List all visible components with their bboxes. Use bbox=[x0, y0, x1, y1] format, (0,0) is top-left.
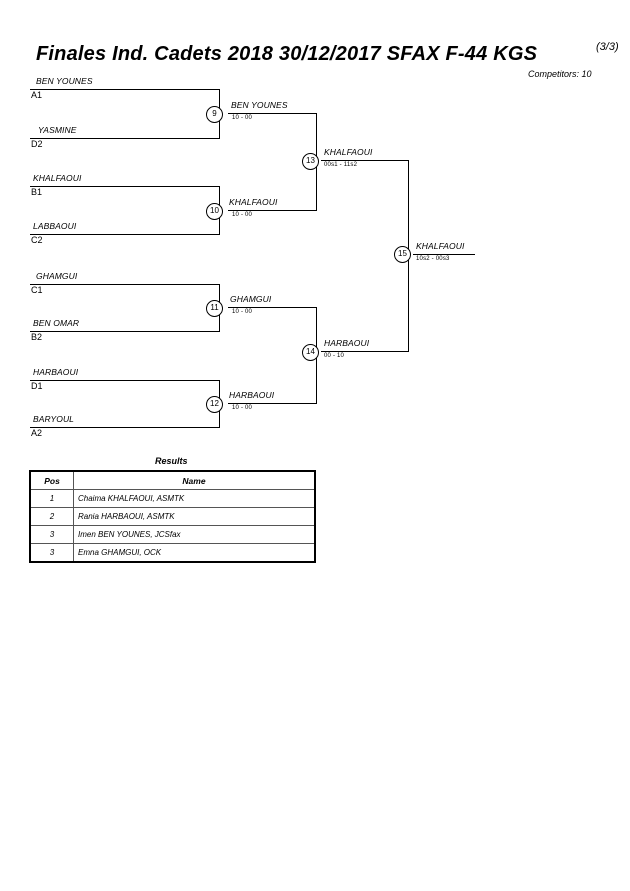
table-row: 1 Chaima KHALFAOUI, ASMTK bbox=[29, 489, 316, 508]
result-position: 3 bbox=[29, 543, 74, 563]
bracket-line bbox=[321, 160, 409, 161]
page-indicator: (3/3) bbox=[596, 41, 619, 53]
bracket-line bbox=[413, 254, 475, 255]
competitor-name: YASMINE bbox=[38, 125, 77, 135]
bracket-line bbox=[228, 113, 317, 114]
match-winner-9: BEN YOUNES bbox=[231, 100, 288, 110]
match-number-13: 13 bbox=[302, 153, 319, 170]
result-position: 3 bbox=[29, 525, 74, 544]
tournament-bracket: BEN YOUNES A1 YASMINE D2 KHALFAOUI B1 LA… bbox=[30, 76, 475, 438]
bracket-line bbox=[321, 351, 409, 352]
competitor-name: BEN OMAR bbox=[33, 318, 80, 328]
competitor-seed: C1 bbox=[31, 285, 43, 295]
competitor-seed: D1 bbox=[31, 381, 43, 391]
column-header-pos: Pos bbox=[29, 470, 74, 490]
competitor-name: BARYOUL bbox=[33, 414, 75, 424]
match-winner-14: HARBAOUI bbox=[324, 338, 370, 348]
competitor-name: KHALFAOUI bbox=[33, 173, 82, 183]
competitors-count: Competitors: 10 bbox=[528, 69, 592, 79]
result-name: Rania HARBAOUI, ASMTK bbox=[73, 507, 316, 526]
match-number-12: 12 bbox=[206, 396, 223, 413]
match-score-10: 10 - 00 bbox=[232, 212, 253, 218]
match-score-11: 10 - 00 bbox=[232, 309, 253, 315]
bracket-line bbox=[228, 403, 317, 404]
result-name: Imen BEN YOUNES, JCSfax bbox=[73, 525, 316, 544]
table-row: 2 Rania HARBAOUI, ASMTK bbox=[29, 507, 316, 526]
page-title: Finales Ind. Cadets 2018 30/12/2017 SFAX… bbox=[36, 43, 538, 65]
result-name: Emna GHAMGUI, OCK bbox=[73, 543, 316, 563]
bracket-line bbox=[30, 186, 220, 187]
bracket-line bbox=[30, 331, 220, 332]
match-number-9: 9 bbox=[206, 106, 223, 123]
results-table: Pos Name 1 Chaima KHALFAOUI, ASMTK 2 Ran… bbox=[29, 470, 316, 563]
match-number-11: 11 bbox=[206, 300, 223, 317]
competitor-name: BEN YOUNES bbox=[36, 76, 93, 86]
table-row: 3 Imen BEN YOUNES, JCSfax bbox=[29, 525, 316, 544]
result-name: Chaima KHALFAOUI, ASMTK bbox=[73, 489, 316, 508]
match-score-14: 00 - 10 bbox=[324, 353, 345, 359]
bracket-line bbox=[30, 138, 220, 139]
table-header-row: Pos Name bbox=[29, 470, 316, 490]
table-row: 3 Emna GHAMGUI, OCK bbox=[29, 543, 316, 563]
match-number-15: 15 bbox=[394, 246, 411, 263]
competitor-name: GHAMGUI bbox=[36, 271, 78, 281]
bracket-line bbox=[30, 89, 220, 90]
competitor-name: HARBAOUI bbox=[33, 367, 79, 377]
match-number-14: 14 bbox=[302, 344, 319, 361]
competitor-seed: A1 bbox=[31, 90, 43, 100]
match-winner-12: HARBAOUI bbox=[229, 390, 275, 400]
results-caption: Results bbox=[155, 456, 188, 466]
competitor-seed: B2 bbox=[31, 332, 43, 342]
bracket-line bbox=[228, 307, 317, 308]
match-winner-10: KHALFAOUI bbox=[229, 197, 278, 207]
bracket-line bbox=[30, 234, 220, 235]
bracket-line bbox=[228, 210, 317, 211]
competitor-seed: D2 bbox=[31, 139, 43, 149]
match-winner-11: GHAMGUI bbox=[230, 294, 272, 304]
match-winner-13: KHALFAOUI bbox=[324, 147, 373, 157]
competitor-seed: C2 bbox=[31, 235, 43, 245]
match-score-13: 00s1 - 11s2 bbox=[324, 162, 358, 168]
result-position: 2 bbox=[29, 507, 74, 526]
match-number-10: 10 bbox=[206, 203, 223, 220]
match-winner-15: KHALFAOUI bbox=[416, 241, 465, 251]
bracket-line bbox=[30, 427, 220, 428]
competitor-seed: B1 bbox=[31, 187, 43, 197]
competitor-name: LABBAOUI bbox=[33, 221, 77, 231]
result-position: 1 bbox=[29, 489, 74, 508]
match-score-15: 10s2 - 00s3 bbox=[416, 256, 450, 262]
match-score-9: 10 - 00 bbox=[232, 115, 253, 121]
competitor-seed: A2 bbox=[31, 428, 43, 438]
bracket-line bbox=[30, 380, 220, 381]
column-header-name: Name bbox=[73, 470, 316, 490]
match-score-12: 10 - 00 bbox=[232, 405, 253, 411]
bracket-line bbox=[30, 284, 220, 285]
